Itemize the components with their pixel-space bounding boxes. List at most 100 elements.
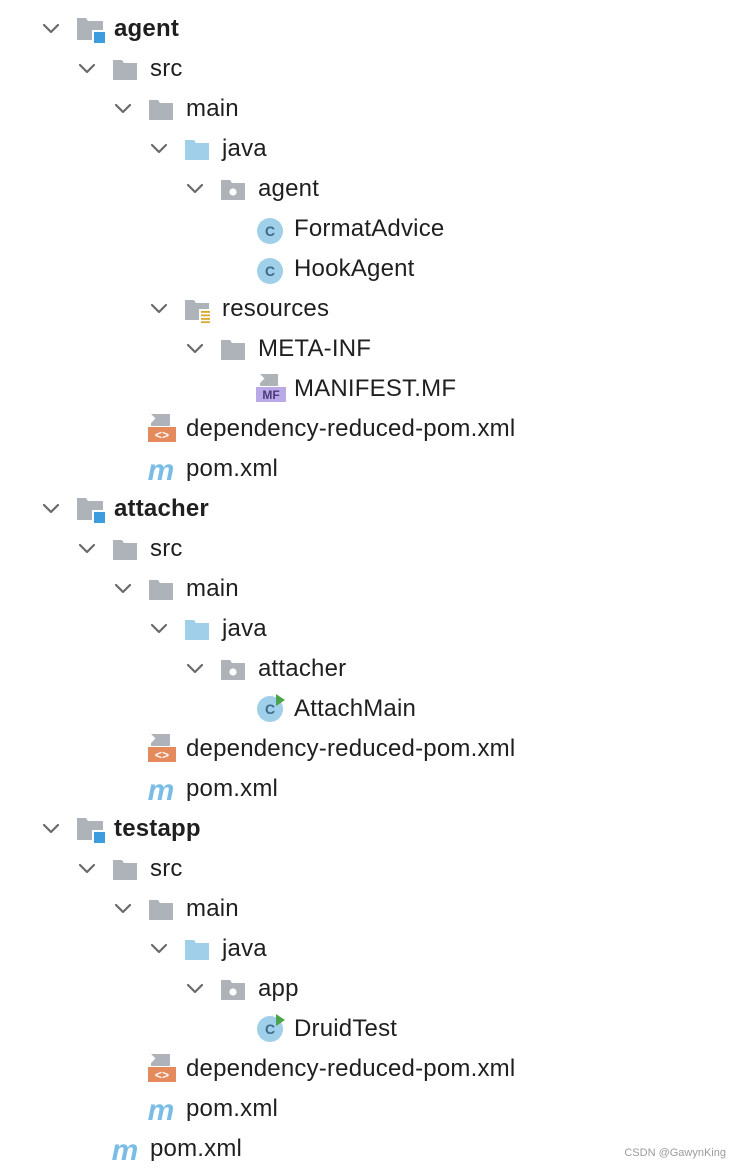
svg-text:C: C (265, 223, 275, 239)
package-icon (220, 657, 246, 683)
svg-text:m: m (112, 1137, 139, 1165)
chevron-down-icon[interactable] (185, 979, 205, 999)
chevron-down-icon[interactable] (113, 99, 133, 119)
xml-file-icon: <> (148, 413, 176, 443)
chevron-down-icon[interactable] (113, 899, 133, 919)
watermark: CSDN @GawynKing (624, 1147, 726, 1159)
tree-row-formatadvice[interactable]: C FormatAdvice (0, 209, 740, 249)
tree-item-label: app (258, 975, 299, 1002)
chevron-down-icon[interactable] (41, 819, 61, 839)
svg-text:m: m (148, 457, 175, 485)
tree-row-dependency-reduced-pom-xml[interactable]: <> dependency-reduced-pom.xml (0, 1049, 740, 1089)
tree-row-app[interactable]: app (0, 969, 740, 1009)
package-icon (220, 177, 246, 203)
tree-row-pom-xml[interactable]: m pom.xml (0, 449, 740, 489)
maven-icon: m (144, 454, 175, 487)
resources-folder-icon (184, 297, 211, 323)
tree-item-label: dependency-reduced-pom.xml (186, 735, 516, 762)
tree-row-meta-inf[interactable]: META-INF (0, 329, 740, 369)
tree-row-attachmain[interactable]: C AttachMain (0, 689, 740, 729)
tree-item-label: java (222, 935, 267, 962)
tree-item-label: src (150, 855, 183, 882)
chevron-down-icon[interactable] (41, 19, 61, 39)
tree-item-label: main (186, 575, 239, 602)
chevron-down-icon[interactable] (149, 939, 169, 959)
tree-item-label: resources (222, 295, 330, 322)
source-folder-icon (184, 617, 210, 643)
chevron-down-icon[interactable] (149, 139, 169, 159)
runnable-class-icon: C (256, 1013, 285, 1042)
tree-item-label: pom.xml (186, 1095, 279, 1122)
folder-icon (112, 537, 138, 563)
svg-text:C: C (265, 263, 275, 279)
chevron-down-icon[interactable] (77, 539, 97, 559)
tree-row-java[interactable]: java (0, 609, 740, 649)
tree-item-label: dependency-reduced-pom.xml (186, 415, 516, 442)
tree-item-label: main (186, 95, 239, 122)
chevron-down-icon[interactable] (113, 579, 133, 599)
tree-row-dependency-reduced-pom-xml[interactable]: <> dependency-reduced-pom.xml (0, 409, 740, 449)
tree-row-main[interactable]: main (0, 569, 740, 609)
tree-item-label: dependency-reduced-pom.xml (186, 1055, 516, 1082)
tree-row-druidtest[interactable]: C DruidTest (0, 1009, 740, 1049)
tree-row-testapp[interactable]: testapp (0, 809, 740, 849)
tree-item-label: pom.xml (186, 455, 279, 482)
chevron-down-icon[interactable] (149, 299, 169, 319)
tree-row-src[interactable]: src (0, 849, 740, 889)
folder-icon (112, 857, 138, 883)
tree-row-dependency-reduced-pom-xml[interactable]: <> dependency-reduced-pom.xml (0, 729, 740, 769)
tree-item-label: attacher (258, 655, 347, 682)
tree-item-label: FormatAdvice (294, 215, 445, 242)
xml-file-icon: <> (148, 1053, 176, 1083)
chevron-down-icon[interactable] (77, 59, 97, 79)
module-icon (76, 815, 106, 844)
tree-item-label: java (222, 615, 267, 642)
tree-row-pom-xml[interactable]: m pom.xml (0, 1089, 740, 1129)
tree-row-src[interactable]: src (0, 49, 740, 89)
folder-icon (220, 337, 246, 363)
folder-icon (148, 97, 174, 123)
svg-text:C: C (265, 1021, 275, 1037)
svg-text:<>: <> (155, 429, 169, 443)
tree-row-java[interactable]: java (0, 929, 740, 969)
tree-row-attacher[interactable]: attacher (0, 489, 740, 529)
svg-text:<>: <> (155, 1069, 169, 1083)
chevron-down-icon[interactable] (77, 859, 97, 879)
tree-item-label: pom.xml (150, 1135, 243, 1162)
manifest-icon: MF (256, 373, 286, 402)
tree-item-label: src (150, 55, 183, 82)
chevron-down-icon[interactable] (41, 499, 61, 519)
svg-text:m: m (148, 1097, 175, 1125)
tree-item-label: DruidTest (294, 1015, 398, 1042)
maven-icon: m (144, 1094, 175, 1127)
tree-row-main[interactable]: main (0, 89, 740, 129)
tree-row-attacher[interactable]: attacher (0, 649, 740, 689)
chevron-down-icon[interactable] (149, 619, 169, 639)
tree-row-java[interactable]: java (0, 129, 740, 169)
svg-text:<>: <> (155, 749, 169, 763)
tree-row-resources[interactable]: resources (0, 289, 740, 329)
tree-item-label: src (150, 535, 183, 562)
svg-text:m: m (148, 777, 175, 805)
folder-icon (148, 577, 174, 603)
tree-row-pom-xml[interactable]: m pom.xml (0, 1129, 740, 1169)
chevron-down-icon[interactable] (185, 659, 205, 679)
folder-icon (148, 897, 174, 923)
tree-row-manifest-mf[interactable]: MF MANIFEST.MF (0, 369, 740, 409)
chevron-down-icon[interactable] (185, 179, 205, 199)
tree-row-main[interactable]: main (0, 889, 740, 929)
chevron-down-icon[interactable] (185, 339, 205, 359)
tree-item-label: agent (258, 175, 320, 202)
tree-row-agent[interactable]: agent (0, 9, 740, 49)
tree-item-label: java (222, 135, 267, 162)
svg-text:C: C (265, 701, 275, 717)
package-icon (220, 977, 246, 1003)
tree-item-label: MANIFEST.MF (294, 375, 457, 402)
runnable-class-icon: C (256, 693, 285, 722)
class-icon: C (256, 257, 283, 284)
tree-row-agent[interactable]: agent (0, 169, 740, 209)
tree-row-src[interactable]: src (0, 529, 740, 569)
